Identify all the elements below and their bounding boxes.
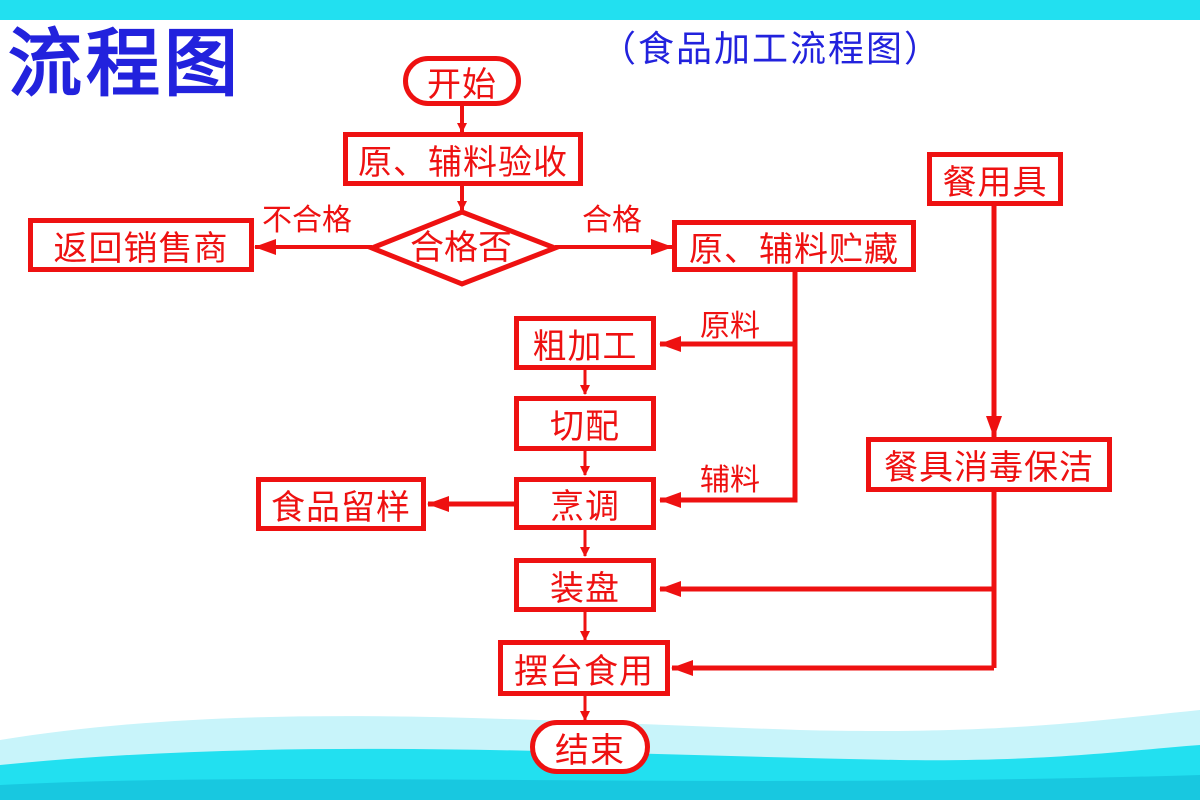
pass-edge-label: 合格	[582, 203, 642, 238]
page-title: 流程图	[8, 21, 242, 107]
storage-node: 原、辅料贮藏	[672, 220, 916, 272]
cook-node: 烹调	[514, 477, 656, 530]
plate-node: 装盘	[514, 558, 656, 612]
cut-node: 切配	[514, 396, 656, 451]
rough-node: 粗加工	[514, 316, 656, 370]
aux-edge-label: 辅料	[700, 463, 760, 498]
return-node: 返回销售商	[28, 218, 254, 272]
decision-diamond	[365, 209, 562, 287]
sample-node: 食品留样	[256, 477, 426, 531]
inspect-node: 原、辅料验收	[343, 132, 583, 186]
page-subtitle: （食品加工流程图）	[600, 29, 943, 70]
decision-label: 合格否	[410, 228, 512, 268]
disinfect-node: 餐具消毒保洁	[866, 437, 1112, 492]
serve-node: 摆台食用	[498, 640, 670, 696]
fail-edge-label: 不合格	[262, 203, 352, 238]
end-node: 结束	[530, 720, 650, 774]
start-node: 开始	[403, 56, 521, 106]
raw-edge-label: 原料	[700, 309, 760, 344]
tableware-node: 餐用具	[927, 152, 1063, 206]
top-water-band	[0, 0, 1200, 20]
